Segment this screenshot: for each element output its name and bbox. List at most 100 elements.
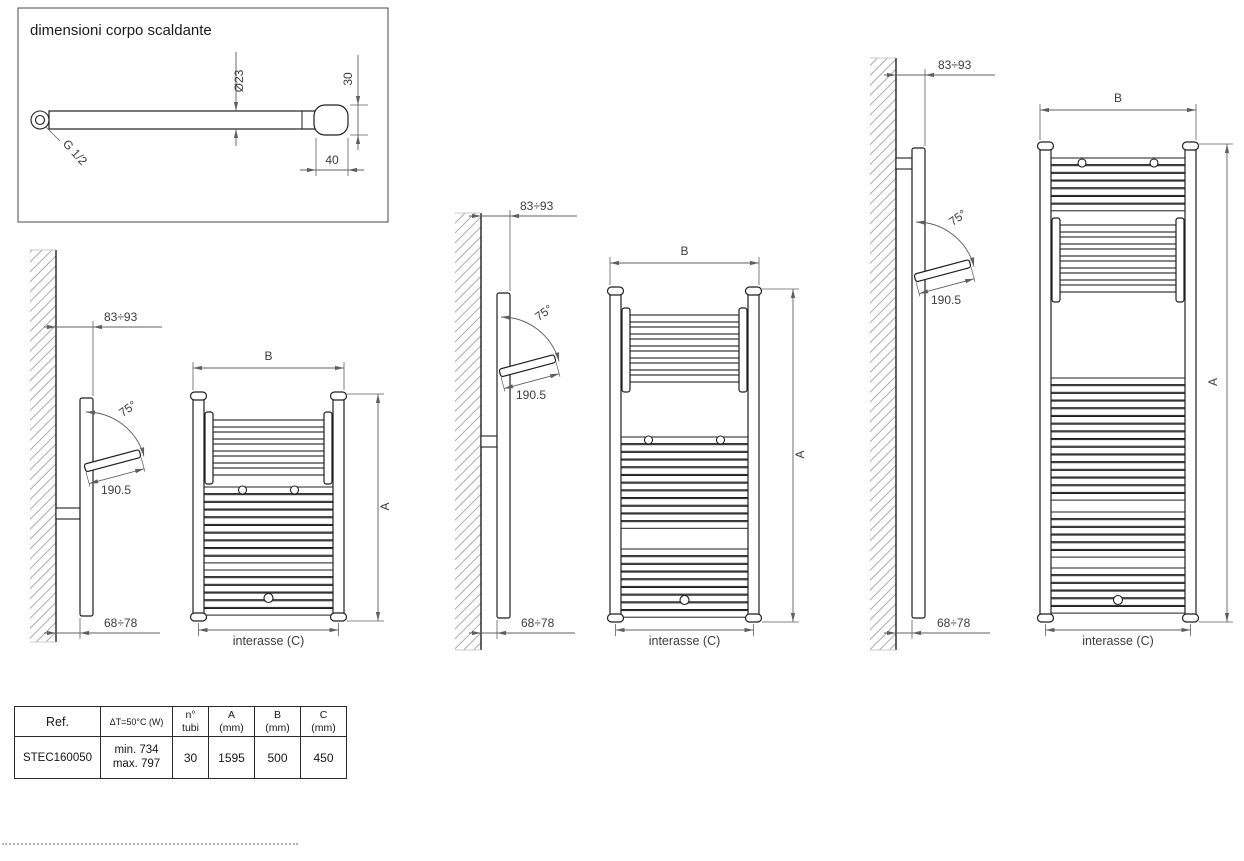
dimension-arrow	[329, 627, 339, 633]
cell-watt-range: min. 734 max. 797	[100, 736, 173, 779]
dimension-end-height: 30	[341, 55, 368, 150]
rack-tube	[212, 431, 325, 440]
rack-tube	[629, 350, 740, 359]
extension-line	[970, 267, 976, 282]
dimension-arrow	[47, 630, 56, 636]
dimension-arrow	[925, 72, 934, 78]
dimension-height-A: A	[1199, 143, 1233, 623]
dim-label-width-B: B	[264, 349, 272, 363]
radiator-tube	[1050, 606, 1186, 614]
radiator-tube	[203, 540, 334, 549]
radiator-tube	[1050, 446, 1186, 455]
radiator-side-profile	[79, 397, 94, 617]
dimension-interasse-C: interasse (C)	[1045, 624, 1191, 648]
dimension-arrow	[549, 373, 560, 379]
dim-label-interasse-C: interasse (C)	[233, 634, 305, 648]
radiator-tube	[203, 577, 334, 585]
dimension-arrow	[233, 129, 239, 138]
radiator-tube	[203, 486, 334, 495]
radiator-tube	[203, 517, 334, 525]
tilted-bar	[498, 354, 557, 378]
dim-label-tilt-angle: 75°	[532, 302, 555, 324]
dimension-wall-top: 83÷93	[44, 310, 162, 396]
radiator-tube	[1050, 485, 1186, 493]
dimension-arrow	[555, 352, 560, 362]
wall	[455, 212, 482, 651]
tilted-bar-body	[913, 259, 972, 283]
dimension-height-A: A	[762, 288, 807, 623]
tilting-rack	[621, 307, 748, 393]
rail-right	[1184, 147, 1197, 617]
dim-label-thread: G 1/2	[60, 137, 90, 168]
dimension-arrow	[919, 289, 929, 294]
extension-line	[140, 457, 146, 472]
dimension-diameter: Ø23	[232, 52, 246, 146]
tilted-bar	[913, 259, 972, 283]
dimension-arrow	[1040, 107, 1049, 113]
rail-right	[332, 397, 345, 616]
dimension-arrow	[501, 315, 511, 320]
dimension-arrow	[970, 257, 975, 267]
dimension-arrow	[375, 394, 381, 403]
rack-tube	[212, 443, 325, 452]
dimension-arrow	[610, 260, 619, 266]
radiator-tube	[1050, 377, 1186, 386]
dimension-arrow	[497, 630, 506, 636]
dimension-wall-bottom: 68÷78	[884, 616, 990, 639]
radiator-tube	[1050, 188, 1186, 196]
rack-tube	[212, 467, 325, 476]
dim-label-wall-distance-top: 83÷93	[520, 199, 554, 213]
rail-right	[747, 292, 760, 617]
radiator-tube	[203, 569, 334, 578]
radiator-tube	[620, 571, 749, 580]
radiator-tube	[1050, 567, 1186, 576]
radiator-tube	[620, 521, 749, 529]
rail-left	[192, 397, 205, 616]
spec-table-data-row: STEC160050 min. 734 max. 797 30 1595 500…	[14, 736, 347, 779]
radiator-tube	[1050, 431, 1186, 439]
radiator-tube	[203, 532, 334, 541]
radiator-tube	[203, 501, 334, 510]
rail-end-cap	[189, 391, 208, 401]
wall-bracket	[480, 435, 498, 448]
rack-end-right	[323, 411, 333, 485]
radiator-tube	[1050, 454, 1186, 463]
radiator-tube	[203, 608, 334, 616]
rack-tube	[629, 374, 740, 383]
radiator-tube	[203, 494, 334, 502]
radiator-tube	[1050, 534, 1186, 543]
dimension-arrow	[193, 365, 202, 371]
dimension-wall-bottom: 68÷78	[469, 616, 575, 639]
element-end-cap	[313, 104, 349, 136]
rack-end-right	[1175, 217, 1185, 303]
spec-table-header-row: Ref. ΔT=50°C (W) n° tubi A (mm) B (mm) C…	[14, 706, 347, 737]
radiator-tube	[620, 444, 749, 452]
vent-hole	[263, 592, 274, 604]
dim-label-bar-length: 190.5	[516, 388, 546, 402]
dimension-wall-bottom: 68÷78	[44, 616, 160, 639]
radiator-tube	[203, 509, 334, 518]
dim-label-width-B: B	[680, 244, 688, 258]
cell-n-tubi: 30	[172, 736, 209, 779]
mounting-hole	[715, 435, 726, 445]
radiator-tube	[620, 556, 749, 564]
side-rails	[1036, 141, 1200, 623]
radiator-tube	[620, 436, 749, 445]
dimension-arrow	[1224, 144, 1230, 153]
rack-tube	[629, 362, 740, 371]
rail-end-cap	[1181, 141, 1200, 151]
dim-label-wall-distance-top: 83÷93	[104, 310, 138, 324]
radiator-tube	[203, 555, 334, 564]
extension-line	[915, 281, 921, 297]
dimension-arrow	[335, 365, 344, 371]
cut-line	[2, 843, 298, 845]
rack-tube	[1059, 236, 1177, 245]
dim-label-wall-distance-bottom: 68÷78	[521, 616, 555, 630]
dimension-arrow	[887, 630, 896, 636]
dimension-line	[503, 373, 560, 390]
rack-tube	[1059, 284, 1177, 293]
